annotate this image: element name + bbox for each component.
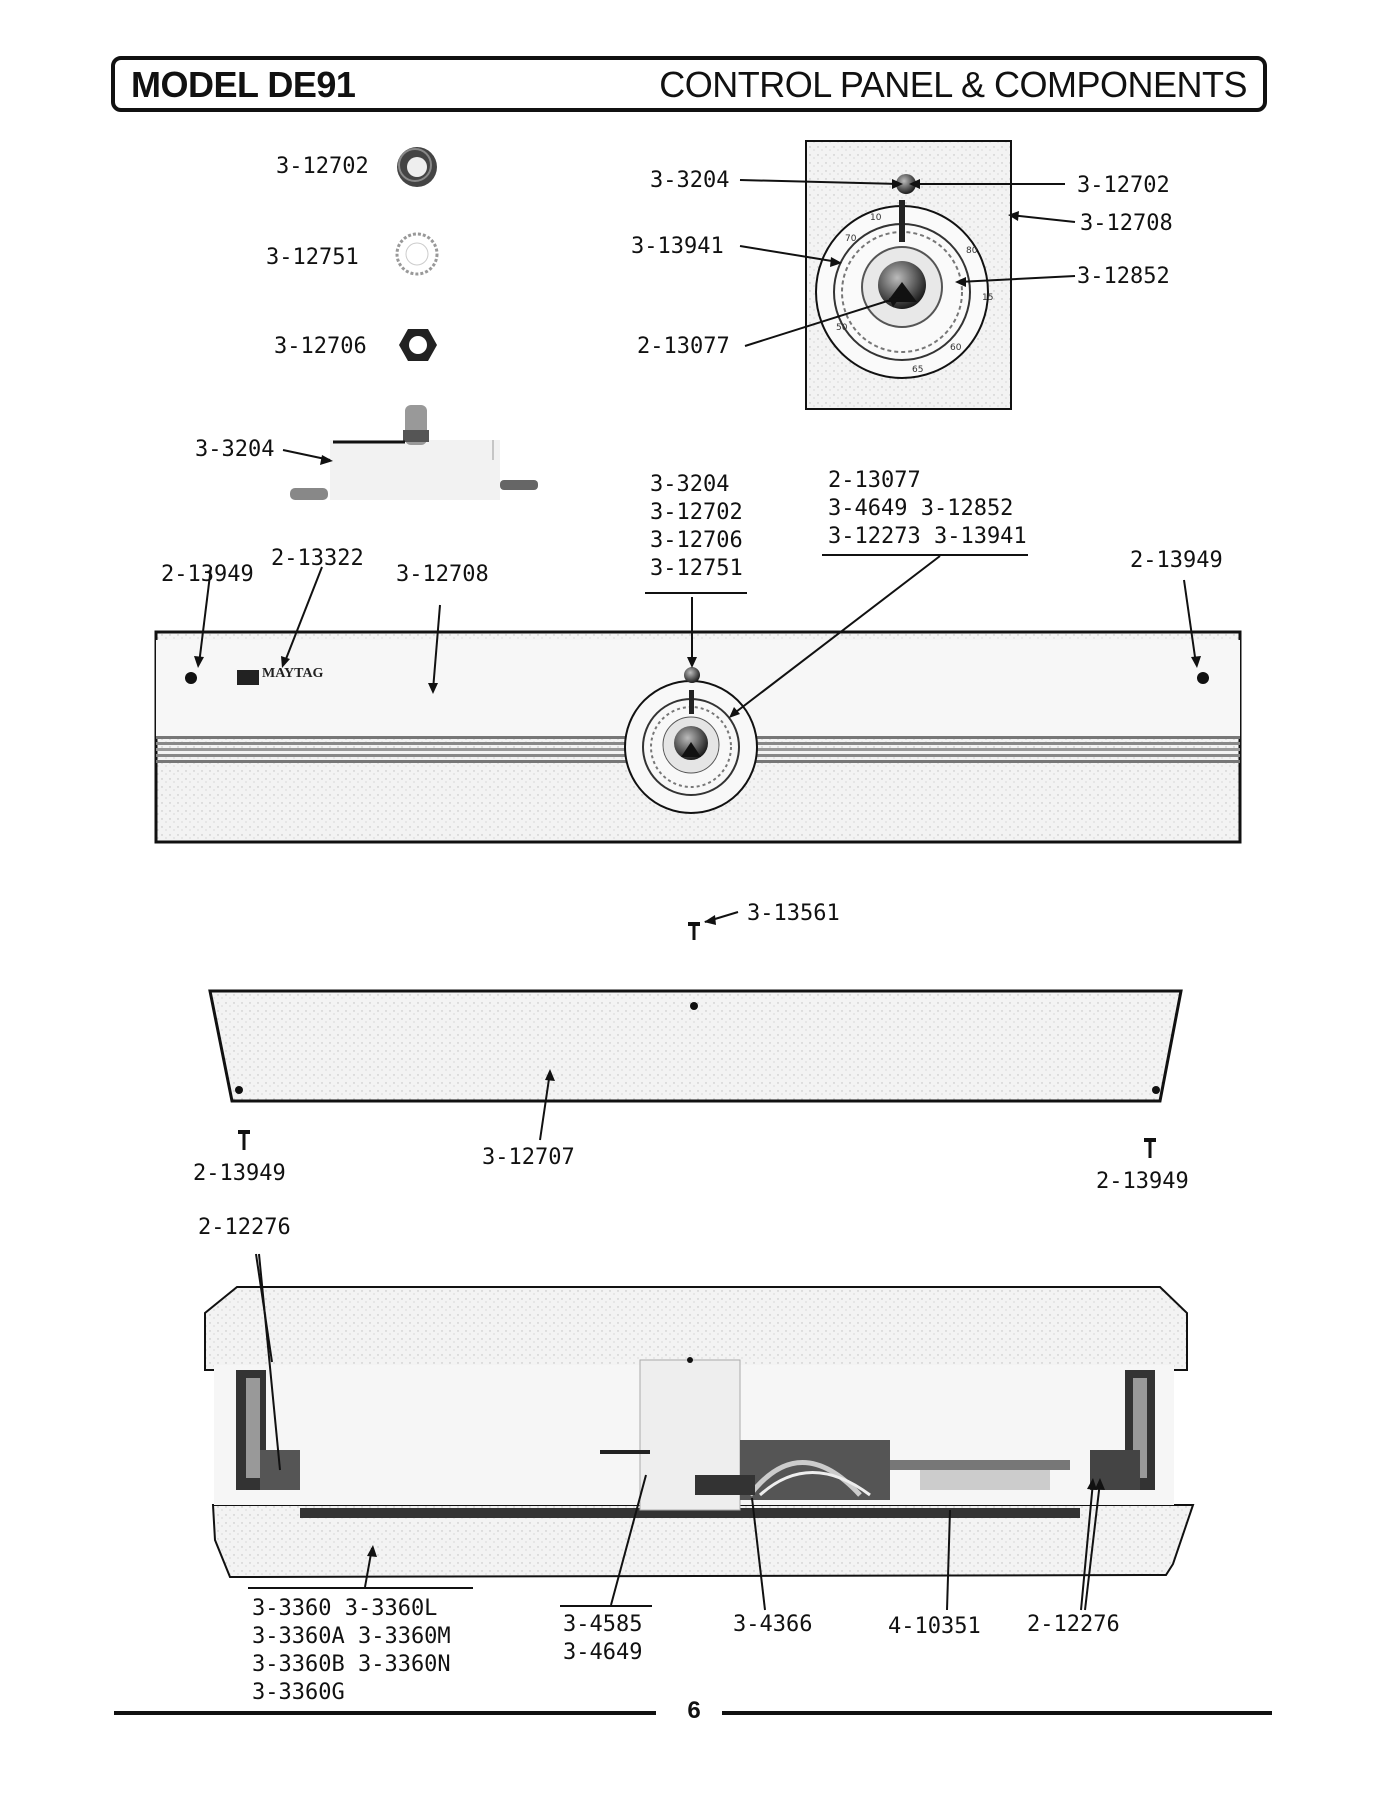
back-panel <box>208 989 1183 1103</box>
label-dial-panel: 3-12708 <box>1080 211 1173 236</box>
label-washer-cup: 3-12702 <box>276 154 369 179</box>
label-dial-pointer: 2-13077 <box>637 334 730 359</box>
label-dial-skirt: 3-12852 <box>1077 264 1170 289</box>
label-nameplate: 2-13322 <box>271 546 364 571</box>
svg-text:15: 15 <box>982 293 993 303</box>
label-bracket-top: 2-12276 <box>198 1215 291 1240</box>
svg-text:80: 80 <box>966 246 978 256</box>
dial-group-rule <box>822 554 1028 556</box>
label-dial-dial: 3-13941 <box>631 234 724 259</box>
label-dial-knob: 3-3204 <box>650 168 730 193</box>
svg-text:65: 65 <box>912 365 923 375</box>
control-panel <box>154 630 1242 844</box>
label-dial-washer: 3-12702 <box>1077 173 1170 198</box>
label-harness: 4-10351 <box>888 1614 981 1639</box>
footer-rule-left <box>114 1711 656 1715</box>
hex-nut-part <box>399 329 437 361</box>
svg-text:60: 60 <box>950 343 962 353</box>
maytag-nameplate: MAYTAG <box>262 666 324 681</box>
label-bracket-right: 2-12276 <box>1027 1612 1120 1637</box>
svg-text:70: 70 <box>845 234 857 244</box>
label-knob-group-1: 3-3204 <box>650 472 730 497</box>
label-switch-group-2: 3-4649 <box>563 1640 643 1665</box>
label-panel: 3-12708 <box>396 562 489 587</box>
washer-cup-part <box>397 147 437 187</box>
console-assembly <box>204 1286 1195 1579</box>
center-screw <box>688 922 700 940</box>
model-title: MODEL DE91 <box>131 64 356 105</box>
label-console-group-3: 3-3360B 3-3360N <box>252 1652 451 1677</box>
svg-text:10: 10 <box>870 213 882 223</box>
label-screw-right: 2-13949 <box>1130 548 1223 573</box>
label-console-group-4: 3-3360G <box>252 1680 345 1705</box>
wave-washer-part <box>395 232 439 276</box>
label-console-group-2: 3-3360A 3-3360M <box>252 1624 451 1649</box>
label-knob-group-2: 3-12702 <box>650 500 743 525</box>
knob-group-rule <box>645 592 747 594</box>
label-shaft-part: 3-3204 <box>195 437 275 462</box>
header-frame <box>111 56 1267 112</box>
label-knob-group-4: 3-12751 <box>650 556 743 581</box>
label-console-group-1: 3-3360 3-3360L <box>252 1596 438 1621</box>
label-back-screw-right: 2-13949 <box>1096 1169 1189 1194</box>
section-title: CONTROL PANEL & COMPONENTS <box>659 64 1247 105</box>
label-dial-group-2: 3-4649 3-12852 <box>828 496 1014 521</box>
shaft-part <box>290 405 538 500</box>
label-dial-group-1: 2-13077 <box>828 468 921 493</box>
label-back-panel: 3-12707 <box>482 1145 575 1170</box>
svg-text:50: 50 <box>836 323 848 333</box>
footer-rule-right <box>722 1711 1272 1715</box>
label-dial-group-3: 3-12273 3-13941 <box>828 524 1027 549</box>
label-knob-group-3: 3-12706 <box>650 528 743 553</box>
screw-left <box>238 1130 250 1150</box>
label-timer: 3-4366 <box>733 1612 813 1637</box>
leader-lines <box>198 179 1197 1611</box>
arrowheads <box>194 179 1201 1557</box>
console-group-rule <box>248 1587 473 1589</box>
label-back-screw-left: 2-13949 <box>193 1161 286 1186</box>
label-center-screw: 3-13561 <box>747 901 840 926</box>
label-hex-nut: 3-12706 <box>274 334 367 359</box>
label-screw-left: 2-13949 <box>161 562 254 587</box>
label-switch-group-1: 3-4585 <box>563 1612 643 1637</box>
screw-right <box>1144 1138 1156 1158</box>
dial-closeup: 70 10 80 15 60 65 50 <box>805 140 1012 410</box>
switch-group-rule <box>560 1605 652 1607</box>
page-number: 6 <box>687 1697 701 1724</box>
label-wave-washer: 3-12751 <box>266 245 359 270</box>
